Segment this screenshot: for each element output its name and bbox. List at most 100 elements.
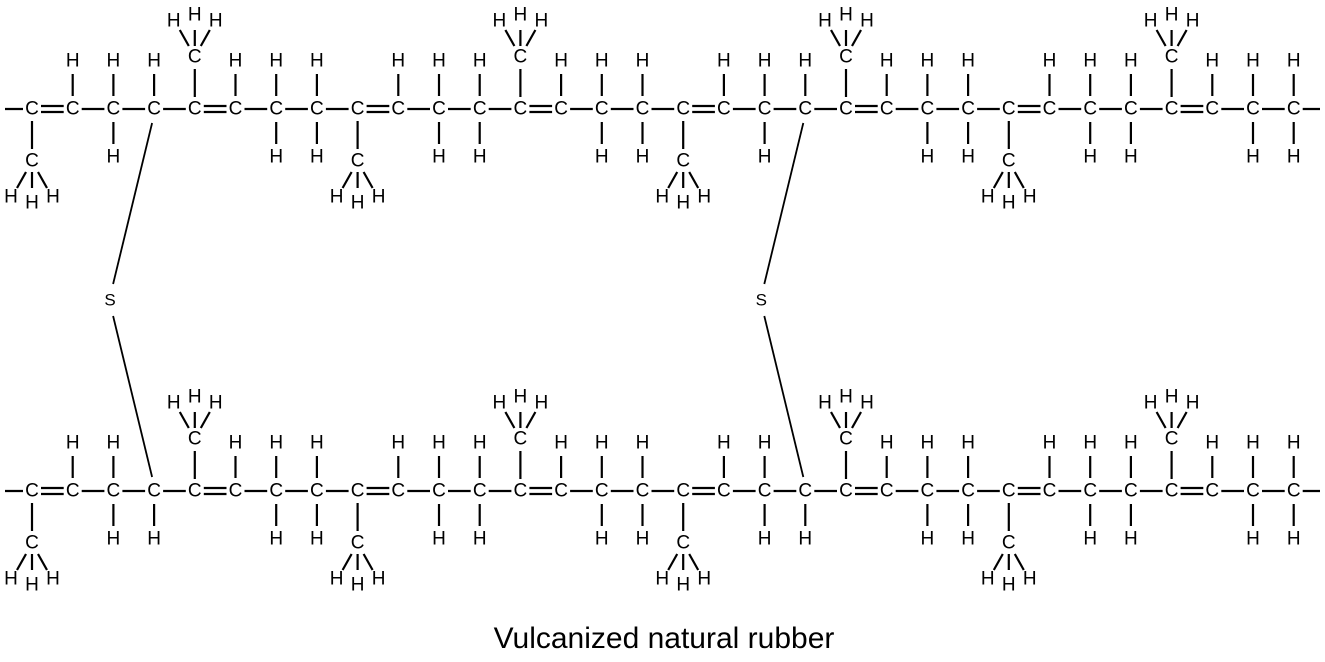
backbone-carbon-label: C: [961, 481, 975, 502]
methyl-hydrogen-label: H: [4, 187, 18, 208]
methyl-hydrogen-label: H: [188, 387, 202, 408]
methyl-hydrogen-label: H: [655, 187, 669, 208]
methyl-h-bond: [37, 553, 48, 571]
methyl-hydrogen-label: H: [330, 187, 344, 208]
backbone-carbon-label: C: [636, 481, 650, 502]
backbone-carbon-label: C: [107, 481, 121, 502]
methyl-h-bond: [199, 411, 211, 429]
methyl-hydrogen-label: H: [25, 193, 39, 214]
backbone-carbon-label: C: [839, 99, 853, 120]
backbone-carbon-label: C: [107, 99, 121, 120]
methyl-h-bond: [178, 29, 190, 47]
hydrogen-label: H: [66, 433, 80, 454]
hydrogen-label: H: [1083, 51, 1097, 72]
methyl-hydrogen-label: H: [1165, 5, 1179, 26]
hydrogen-label: H: [717, 51, 731, 72]
hydrogen-label: H: [432, 433, 446, 454]
hydrogen-label: H: [554, 51, 568, 72]
methyl-h-bond: [667, 171, 679, 189]
backbone-carbon-label: C: [839, 481, 853, 502]
hydrogen-label: H: [961, 529, 975, 550]
backbone-carbon-label: C: [1246, 481, 1260, 502]
hydrogen-label: H: [1083, 147, 1097, 168]
methyl-hydrogen-label: H: [167, 11, 181, 32]
hydrogen-label: H: [880, 51, 894, 72]
methyl-h-bond: [341, 553, 353, 571]
hydrogen-label: H: [1246, 51, 1260, 72]
methyl-h-bond: [830, 29, 841, 47]
backbone-carbon-label: C: [473, 481, 487, 502]
hydrogen-label: H: [310, 433, 324, 454]
methyl-hydrogen-label: H: [1002, 575, 1016, 596]
methyl-h-bond: [16, 553, 27, 571]
backbone-carbon-label: C: [921, 99, 935, 120]
methyl-h-bond: [1155, 29, 1167, 47]
backbone-carbon-label: C: [351, 481, 365, 502]
methyl-h-bond: [992, 171, 1004, 189]
methyl-hydrogen-label: H: [697, 569, 711, 590]
hydrogen-label: H: [1205, 433, 1219, 454]
backbone-carbon-label: C: [1165, 481, 1179, 502]
hydrogen-label: H: [107, 51, 121, 72]
hydrogen-label: H: [269, 51, 283, 72]
hydrogen-label: H: [432, 147, 446, 168]
hydrogen-label: H: [758, 147, 772, 168]
hydrogen-label: H: [1287, 51, 1301, 72]
methyl-h-bond: [1013, 553, 1025, 571]
hydrogen-label: H: [758, 51, 772, 72]
hydrogen-label: H: [310, 51, 324, 72]
backbone-carbon-label: C: [1124, 99, 1138, 120]
hydrogen-label: H: [391, 51, 405, 72]
methyl-h-bond: [525, 411, 537, 429]
hydrogen-label: H: [147, 51, 161, 72]
hydrogen-label: H: [1124, 433, 1138, 454]
methyl-h-bond: [178, 411, 190, 429]
methyl-h-bond: [37, 171, 48, 189]
methyl-carbon-label: C: [351, 533, 365, 554]
methyl-carbon-label: C: [351, 151, 365, 172]
backbone-carbon-label: C: [473, 99, 487, 120]
backbone-carbon-label: C: [66, 99, 80, 120]
backbone-carbon-label: C: [554, 481, 568, 502]
backbone-carbon-label: C: [961, 99, 975, 120]
hydrogen-label: H: [595, 51, 609, 72]
methyl-hydrogen-label: H: [46, 569, 60, 590]
hydrogen-label: H: [636, 529, 650, 550]
hydrogen-label: H: [1205, 51, 1219, 72]
hydrogen-label: H: [66, 51, 80, 72]
hydrogen-label: H: [1124, 51, 1138, 72]
methyl-hydrogen-label: H: [1144, 11, 1158, 32]
methyl-carbon-label: C: [839, 47, 853, 68]
backbone-carbon-label: C: [717, 481, 731, 502]
methyl-hydrogen-label: H: [1002, 193, 1016, 214]
methyl-h-bond: [362, 553, 374, 571]
backbone-carbon-label: C: [514, 99, 528, 120]
methyl-hydrogen-label: H: [1165, 387, 1179, 408]
methyl-hydrogen-label: H: [351, 193, 365, 214]
sulfur-crosslink: S: [104, 122, 153, 478]
hydrogen-label: H: [473, 529, 487, 550]
hydrogen-label: H: [921, 529, 935, 550]
backbone-carbon-label: C: [269, 481, 283, 502]
backbone-carbon-label: C: [66, 481, 80, 502]
methyl-h-bond: [992, 553, 1004, 571]
backbone-carbon-label: C: [1287, 481, 1301, 502]
methyl-hydrogen-label: H: [1144, 393, 1158, 414]
sulfur-bond-upper: [763, 122, 805, 285]
backbone-carbon-label: C: [514, 481, 528, 502]
backbone-carbon-label: C: [229, 99, 243, 120]
hydrogen-label: H: [310, 147, 324, 168]
methyl-hydrogen-label: H: [1186, 393, 1200, 414]
backbone-carbon-label: C: [351, 99, 365, 120]
methyl-carbon-label: C: [1002, 533, 1016, 554]
backbone-carbon-label: C: [880, 481, 894, 502]
backbone-carbon-label: C: [25, 99, 39, 120]
hydrogen-label: H: [269, 433, 283, 454]
backbone-carbon-label: C: [595, 99, 609, 120]
methyl-hydrogen-label: H: [860, 393, 874, 414]
methyl-hydrogen-label: H: [167, 393, 181, 414]
backbone-carbon-label: C: [25, 481, 39, 502]
